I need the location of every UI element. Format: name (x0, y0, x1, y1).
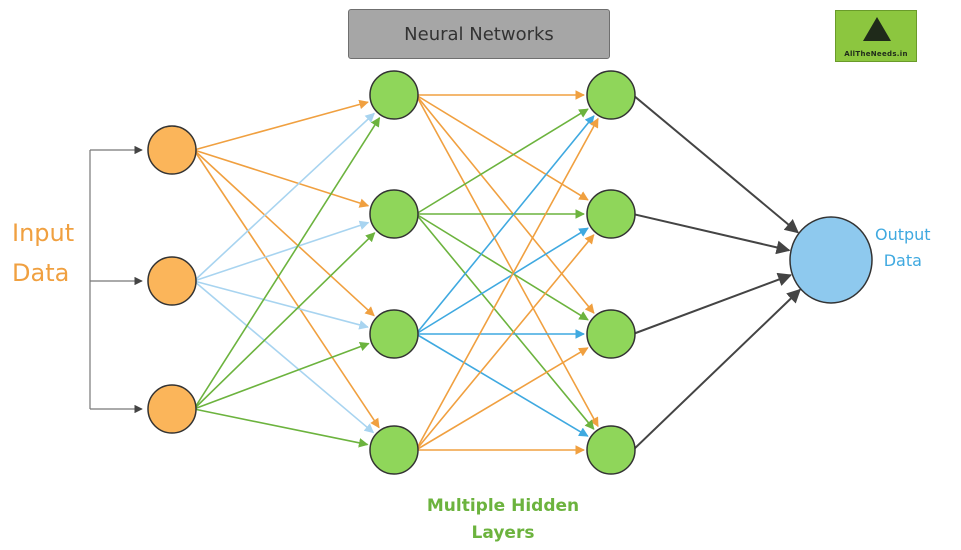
hidden2-to-output-edge (632, 272, 793, 335)
hidden1-to-hidden2-edge (415, 115, 595, 335)
hidden1-to-hidden2-edge (415, 234, 595, 451)
hidden1-to-hidden2-edge (415, 94, 595, 314)
hidden2-node-3 (586, 309, 636, 359)
input-to-hidden1-edge (193, 112, 375, 282)
input-node-1 (147, 125, 197, 175)
hidden2-node-1 (586, 70, 636, 120)
title-box: Neural Networks (348, 9, 610, 59)
hidden1-node-3 (369, 309, 419, 359)
hidden1-node-1 (369, 70, 419, 120)
input-node-2 (147, 256, 197, 306)
hidden1-to-hidden2-edge (415, 94, 599, 428)
connection-edges (193, 90, 801, 455)
hidden-label-line2: Layers (471, 523, 535, 544)
input-to-hidden1-edge (193, 116, 381, 410)
hidden-layers-label: Multiple Hidden Layers (418, 493, 588, 547)
input-node-3 (147, 384, 197, 434)
hidden1-node-4 (369, 425, 419, 475)
output-label-line1: Output (875, 225, 931, 244)
input-to-hidden1-edge (193, 149, 370, 208)
hidden2-to-output-edge (632, 94, 800, 234)
logo-text: AllTheNeeds.in (844, 50, 908, 58)
input-label-line1: Input (12, 219, 75, 247)
hidden1-to-hidden2-edge (415, 347, 589, 451)
hidden2-to-output-edge (632, 213, 791, 255)
input-label-line2: Data (12, 259, 70, 288)
logo-triangle-icon (863, 17, 891, 41)
input-to-hidden1-edge (193, 280, 375, 434)
input-to-hidden1-edge (193, 149, 375, 317)
hidden1-to-hidden2-edge (415, 213, 589, 321)
input-data-label: Input Data (12, 220, 74, 287)
neuron-nodes (147, 70, 873, 475)
hidden2-to-output-edge (632, 288, 801, 451)
hidden1-to-hidden2-edge (415, 227, 589, 335)
input-to-hidden1-edge (193, 232, 376, 410)
hidden1-to-hidden2-edge (415, 333, 589, 437)
output-data-label: Output Data (875, 226, 931, 269)
brand-logo: AllTheNeeds.in (835, 10, 917, 62)
hidden-label-line1: Multiple Hidden (426, 496, 580, 516)
input-bracket (89, 145, 143, 414)
input-to-hidden1-edge (193, 99, 369, 151)
hidden2-node-4 (586, 425, 636, 475)
output-node-1 (789, 216, 873, 304)
input-to-hidden1-edge (193, 220, 370, 282)
input-to-hidden1-edge (193, 342, 370, 410)
hidden1-to-hidden2-edge (415, 94, 589, 201)
output-label-line2: Data (883, 250, 922, 270)
hidden1-node-2 (369, 189, 419, 239)
input-to-hidden1-edge (193, 280, 369, 330)
hidden1-to-hidden2-edge (415, 213, 595, 430)
hidden1-to-hidden2-edge (415, 108, 589, 215)
diagram-title: Neural Networks (404, 23, 554, 45)
input-to-hidden1-edge (193, 149, 380, 429)
hidden2-node-2 (586, 189, 636, 239)
hidden1-to-hidden2-edge (415, 117, 599, 451)
input-to-hidden1-edge (193, 408, 369, 448)
